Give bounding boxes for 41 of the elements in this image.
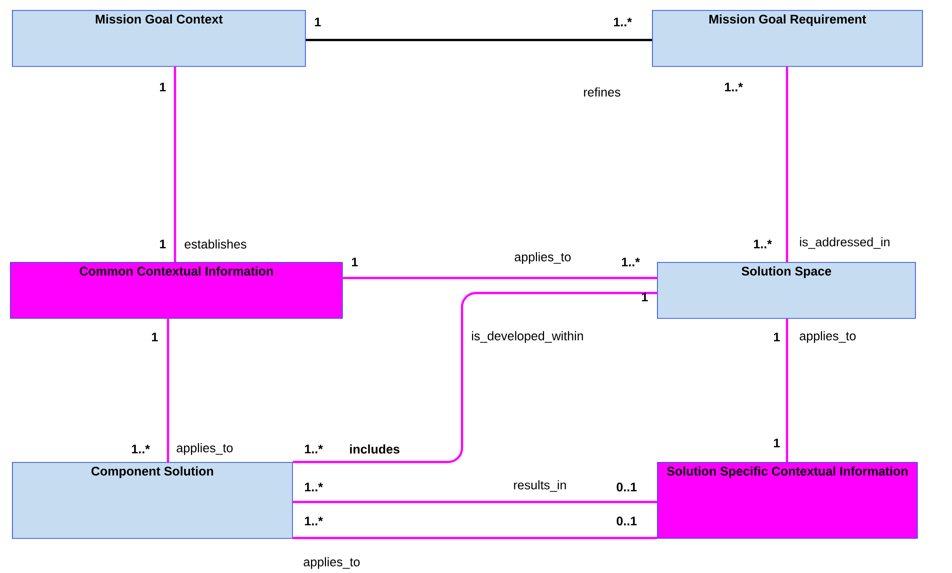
multiplicity-label: 0..1 <box>616 482 637 492</box>
edge-label: is_developed_within <box>472 331 583 343</box>
edge-label: results_in <box>514 480 566 492</box>
class-box: Mission Goal Context <box>12 10 306 67</box>
connector-line <box>174 66 176 262</box>
connector-line <box>166 318 170 462</box>
multiplicity-label: 0..1 <box>616 516 637 526</box>
multiplicity-label: includes <box>350 444 400 454</box>
connector-line <box>306 38 652 42</box>
connector-line <box>292 536 657 540</box>
connector-line <box>292 500 657 504</box>
connector-line <box>786 318 788 462</box>
multiplicity-label: 1 <box>152 332 158 342</box>
edge-label: refines <box>584 87 620 97</box>
connector-line <box>342 276 657 280</box>
multiplicity-label: 1 <box>642 292 648 302</box>
edge-label: applies_to <box>800 331 856 343</box>
multiplicity-label: 1..* <box>305 482 323 492</box>
multiplicity-label: 1..* <box>754 240 772 248</box>
connector-line <box>292 292 657 464</box>
multiplicity-label: 1..* <box>305 516 323 526</box>
edge-label: applies_to <box>176 443 233 455</box>
class-box: Component Solution <box>12 462 293 539</box>
multiplicity-label: 1..* <box>305 444 323 454</box>
multiplicity-label: 1 <box>774 332 780 342</box>
multiplicity-label: 1..* <box>725 82 743 92</box>
multiplicity-label: 1..* <box>622 258 640 266</box>
class-box: Solution Space <box>657 262 916 319</box>
multiplicity-label: 1 <box>160 82 166 92</box>
edge-label: establishes <box>184 239 246 249</box>
class-box: Common Contextual Information <box>10 262 343 319</box>
class-box: Solution Specific Contextual Information <box>657 462 918 539</box>
multiplicity-label: 1 <box>352 258 358 266</box>
edge-label: applies_to <box>514 252 571 264</box>
multiplicity-label: 1 <box>774 438 780 448</box>
edge-label: is_addressed_in <box>800 237 890 249</box>
class-box: Mission Goal Requirement <box>652 10 923 67</box>
multiplicity-label: 1..* <box>614 18 632 26</box>
multiplicity-label: 1 <box>160 240 166 248</box>
edge-label: applies_to <box>304 557 360 569</box>
connector-line <box>786 66 788 262</box>
